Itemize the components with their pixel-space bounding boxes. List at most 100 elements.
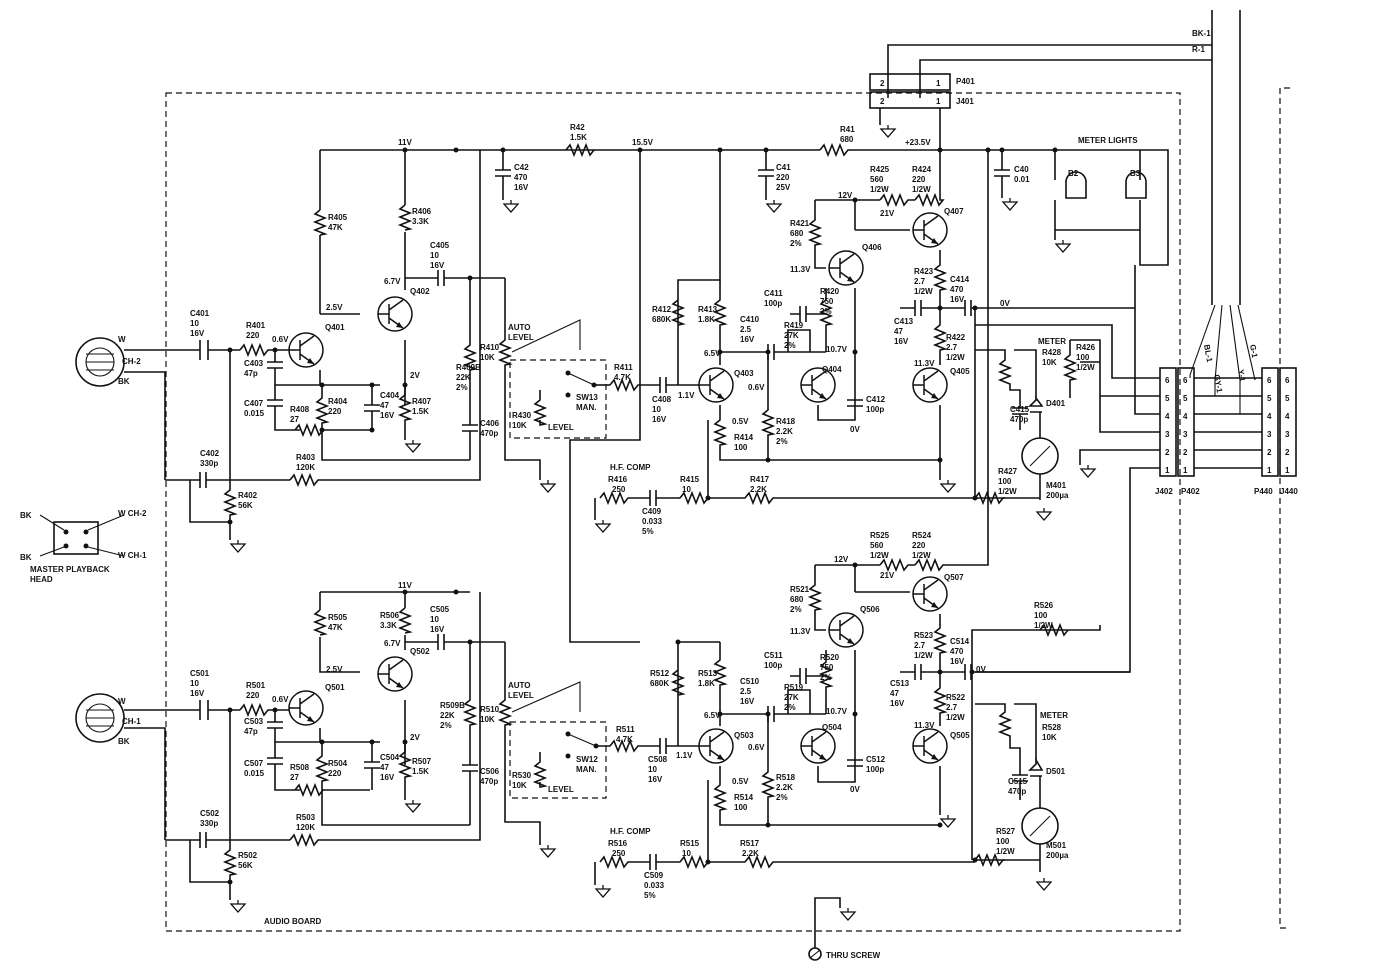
r413-zig bbox=[712, 280, 760, 365]
r518-v2: 2% bbox=[776, 793, 788, 802]
c512-name: C512 bbox=[866, 755, 886, 764]
sw12-lever bbox=[511, 681, 581, 713]
m501-name: M501 bbox=[1046, 841, 1067, 850]
ch2-jack-icon bbox=[75, 337, 125, 387]
c40-val: 0.01 bbox=[1014, 175, 1030, 184]
r518-zig bbox=[760, 714, 776, 825]
r508-name: R508 bbox=[290, 763, 310, 772]
ground-r507 bbox=[405, 799, 421, 813]
r410-val: 10K bbox=[480, 353, 495, 362]
r507-val: 1.5K bbox=[412, 767, 429, 776]
r402-name: R402 bbox=[238, 491, 258, 500]
c412-name: C412 bbox=[866, 395, 886, 404]
ground-connector bbox=[1080, 464, 1096, 478]
r426-v1: 100 bbox=[1076, 353, 1090, 362]
r417-name: R417 bbox=[750, 475, 770, 484]
hf-comp-chain bbox=[599, 490, 975, 506]
c510-name: C510 bbox=[740, 677, 760, 686]
ground-q405 bbox=[940, 479, 956, 493]
ch1-jack-icon bbox=[75, 693, 125, 743]
ch1-hf-comp-chain bbox=[599, 854, 975, 870]
r430-val: 10K bbox=[512, 421, 527, 430]
r502-name: R502 bbox=[238, 851, 258, 860]
r522-name: R522 bbox=[946, 693, 966, 702]
q401-transistor-icon bbox=[288, 332, 324, 368]
r425-name: R425 bbox=[870, 165, 890, 174]
c505-v2: 16V bbox=[430, 625, 445, 634]
ch1-hf-comp: H.F. COMP bbox=[610, 827, 651, 836]
c503-name: C503 bbox=[244, 717, 264, 726]
r503-zig bbox=[289, 592, 481, 848]
ch1-v06b: 0.6V bbox=[748, 743, 765, 752]
p440-pin5: 5 bbox=[1267, 394, 1272, 403]
r528-name: R528 bbox=[1042, 723, 1062, 732]
r411-val: 4.7K bbox=[614, 373, 631, 382]
ch1-v65: 6.5V bbox=[704, 711, 721, 720]
rail-15v: 15.5V bbox=[632, 138, 654, 147]
r506-zig bbox=[397, 607, 413, 634]
connector-p440-j440: 6 5 4 3 2 1 6 5 4 3 2 1 P440 J440 bbox=[1254, 367, 1298, 496]
r427-v1: 100 bbox=[998, 477, 1012, 486]
c507-name: C507 bbox=[244, 759, 264, 768]
head-bk1: BK bbox=[20, 511, 32, 520]
c501-name: C501 bbox=[190, 669, 210, 678]
c505-name: C505 bbox=[430, 605, 450, 614]
r412-zig bbox=[670, 150, 721, 385]
p402-pin1: 1 bbox=[1183, 466, 1188, 475]
ground-m401 bbox=[1036, 507, 1052, 521]
cable-y1: Y-1 bbox=[1236, 369, 1247, 383]
j402-label: J402 bbox=[1155, 487, 1173, 496]
c407-name: C407 bbox=[244, 399, 264, 408]
r401-name: R401 bbox=[246, 321, 266, 330]
thru-screw: THRU SCREW bbox=[808, 897, 881, 961]
r527-v2: 1/2W bbox=[996, 847, 1015, 856]
c513-v2: 16V bbox=[890, 699, 905, 708]
r507-zig bbox=[397, 742, 413, 800]
ch2-w: W bbox=[118, 335, 126, 344]
r505-name: R505 bbox=[328, 613, 348, 622]
c514-name: C514 bbox=[950, 637, 970, 646]
r522-zig bbox=[932, 672, 948, 726]
r406-val: 3.3K bbox=[412, 217, 429, 226]
r503-val: 120K bbox=[296, 823, 315, 832]
r518-name: R518 bbox=[776, 773, 796, 782]
ch2-v12: 12V bbox=[838, 191, 853, 200]
p402-pin6: 6 bbox=[1183, 376, 1188, 385]
r421-v2: 2% bbox=[790, 239, 802, 248]
d501-label: D501 bbox=[1046, 767, 1066, 776]
c513 bbox=[900, 664, 940, 680]
c411-r419 bbox=[787, 306, 826, 352]
r419-v2: 2% bbox=[784, 341, 796, 350]
r503-name: R503 bbox=[296, 813, 316, 822]
ch1-v67: 6.7V bbox=[384, 639, 401, 648]
ground-c42 bbox=[503, 199, 519, 213]
c513-name: C513 bbox=[890, 679, 910, 688]
c509-name: C509 bbox=[644, 871, 664, 880]
ch1-v06: 0.6V bbox=[272, 695, 289, 704]
r519-v2: 2% bbox=[784, 703, 796, 712]
ch1-v113b: 11.3V bbox=[914, 721, 935, 730]
r512-zig bbox=[670, 641, 720, 746]
r517-name: R517 bbox=[740, 839, 760, 848]
j440-pin3: 3 bbox=[1285, 430, 1290, 439]
q505-transistor-icon bbox=[912, 728, 948, 764]
j401-label: J401 bbox=[956, 97, 974, 106]
j401-pin1: 1 bbox=[936, 97, 941, 106]
meter-lights-title: METER LIGHTS bbox=[1078, 136, 1138, 145]
r515-name: R515 bbox=[680, 839, 700, 848]
r420-name: R420 bbox=[820, 287, 840, 296]
ch1-v11: 1.1V bbox=[676, 751, 693, 760]
r407-name: R407 bbox=[412, 397, 432, 406]
c504-v2: 16V bbox=[380, 773, 395, 782]
c405-v1: 10 bbox=[430, 251, 439, 260]
d501-diode-icon bbox=[1028, 757, 1044, 777]
c512-val: 100p bbox=[866, 765, 884, 774]
r430-name: R430 bbox=[512, 411, 532, 420]
r406-name: R406 bbox=[412, 207, 432, 216]
lamp-b2-icon bbox=[1065, 171, 1087, 199]
r515-val: 10 bbox=[682, 849, 691, 858]
r526-name: R526 bbox=[1034, 601, 1054, 610]
c501-v2: 16V bbox=[190, 689, 205, 698]
r42-zig bbox=[565, 142, 595, 158]
ch1-bk: BK bbox=[118, 737, 130, 746]
